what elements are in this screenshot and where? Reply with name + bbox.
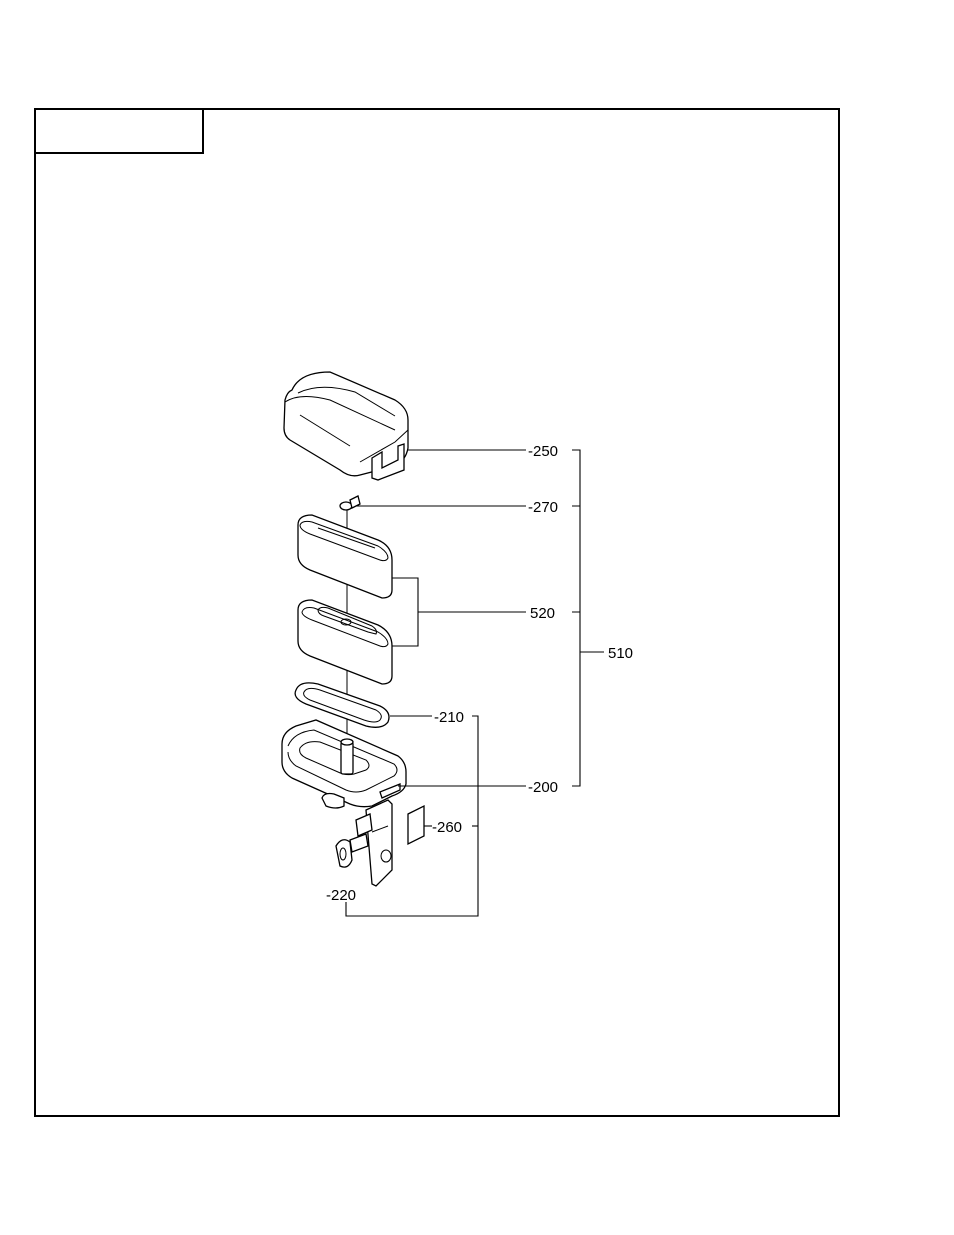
filter-element-lower — [298, 600, 392, 684]
callout-200: -200 — [528, 779, 558, 796]
callout-250: -250 — [528, 443, 558, 460]
callout-520: 520 — [530, 605, 555, 622]
air-cleaner-cover — [284, 372, 408, 480]
plate — [408, 806, 424, 844]
mounting-bracket — [322, 794, 392, 887]
callout-270: -270 — [528, 499, 558, 516]
callout-210: -210 — [434, 709, 464, 726]
wing-nut — [340, 496, 360, 520]
filter-element-upper — [298, 515, 392, 598]
bracket-510 — [572, 450, 604, 786]
leader-520 — [392, 578, 526, 646]
callout-510: 510 — [608, 645, 633, 662]
callout-260: -260 — [432, 819, 462, 836]
air-cleaner-base — [282, 720, 406, 807]
gasket — [295, 683, 389, 727]
callout-220: -220 — [326, 887, 356, 904]
breather-fitting — [336, 840, 352, 867]
